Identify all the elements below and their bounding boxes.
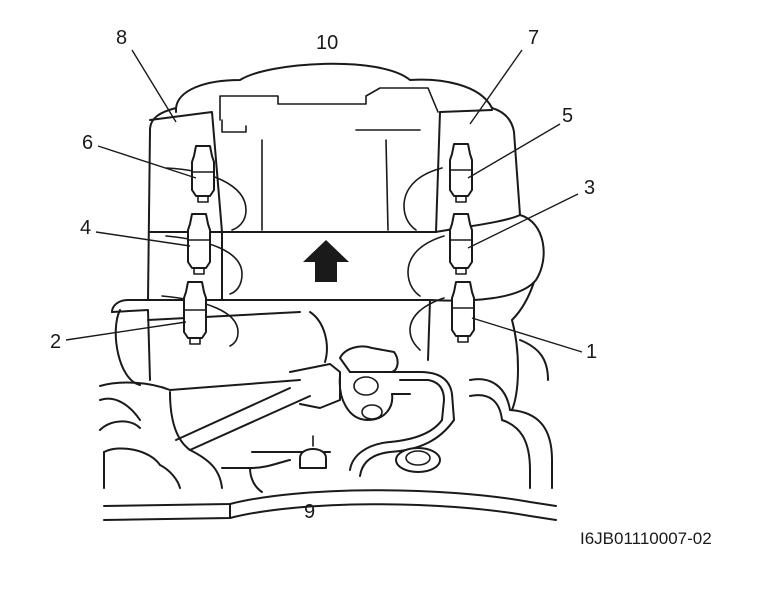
intake-manifold	[99, 62, 557, 521]
figure-code: I6JB01110007-02	[580, 529, 712, 548]
callout-4: 4	[80, 217, 91, 239]
injector-1	[451, 281, 475, 343]
injector-6	[191, 145, 215, 203]
injector-5	[449, 143, 473, 203]
callout-2: 2	[50, 331, 61, 353]
callout-7: 7	[528, 27, 539, 49]
callout-6: 6	[82, 132, 93, 154]
callout-10: 10	[316, 32, 338, 54]
leader-lines	[65, 49, 583, 353]
callout-8: 8	[116, 27, 127, 49]
injector-4	[187, 213, 211, 275]
callout-9: 9	[304, 501, 315, 523]
injector-2	[183, 281, 207, 345]
callout-5: 5	[562, 105, 573, 127]
injector-3	[449, 213, 473, 275]
callout-3: 3	[584, 177, 595, 199]
arrow-up-icon	[303, 240, 349, 282]
callout-1: 1	[586, 341, 597, 363]
